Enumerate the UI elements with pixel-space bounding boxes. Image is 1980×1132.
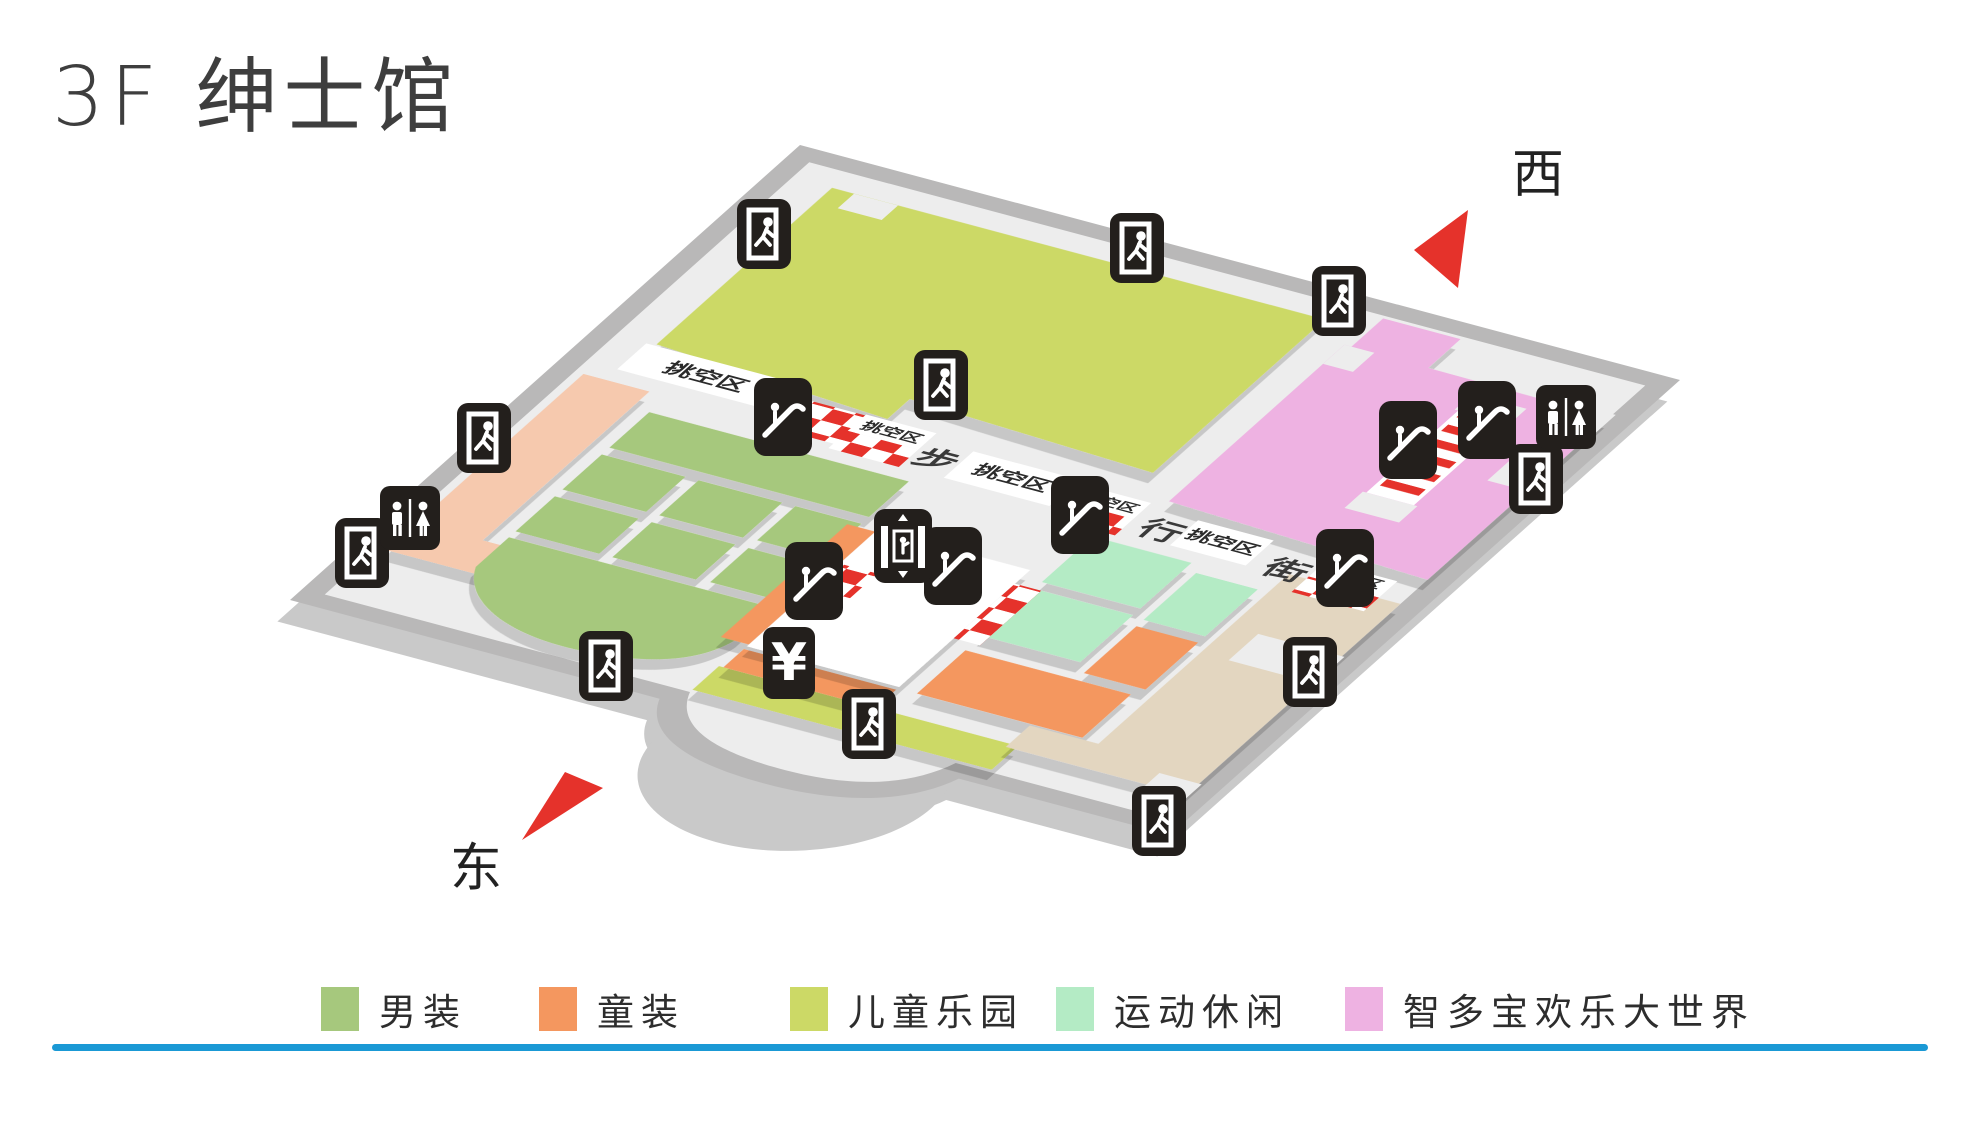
escalator-icon — [1379, 401, 1437, 479]
legend-swatch-kids-park — [790, 987, 828, 1031]
page-title: 3F 绅士馆 — [52, 50, 460, 145]
legend-item-kids-park: 儿童乐园 — [790, 982, 1024, 1036]
escalator-icon — [924, 527, 982, 605]
legend-label-kids-wear: 童装 — [597, 991, 685, 1034]
legend-swatch-sports — [1056, 987, 1094, 1031]
elevator-icon — [872, 507, 934, 585]
floor-slab: 挑空区 挑空区 挑空区 挑空区 挑空区 挑空区 步 行 街 — [290, 145, 1680, 836]
exit-icon — [1132, 786, 1186, 856]
zone-side-corridor — [386, 373, 650, 596]
atm-icon — [763, 627, 815, 699]
exit-icon — [914, 350, 968, 420]
legend-swatch-wonderland — [1345, 987, 1383, 1031]
exit-icon — [1283, 637, 1337, 707]
restroom-icon — [380, 486, 440, 550]
escalator-icon — [1458, 381, 1516, 459]
escalator-icon — [1051, 476, 1109, 554]
zone-tan-block — [1005, 574, 1401, 796]
exit-icon — [842, 689, 896, 759]
legend-label-wonderland: 智多宝欢乐大世界 — [1403, 991, 1755, 1034]
exit-icon — [1509, 444, 1563, 514]
legend-item-sports: 运动休闲 — [1056, 982, 1290, 1036]
escalator-icon — [1316, 529, 1374, 607]
legend-label-kids-park: 儿童乐园 — [848, 991, 1024, 1034]
compass-west-arrow — [1414, 210, 1468, 288]
zone-mens-wear — [473, 412, 909, 660]
legend-item-wonderland: 智多宝欢乐大世界 — [1345, 982, 1755, 1036]
restroom-icon — [1536, 385, 1596, 449]
exit-icon — [457, 403, 511, 473]
exit-icon — [1312, 266, 1366, 336]
compass-east-arrow — [522, 772, 603, 840]
escalator-icon — [785, 542, 843, 620]
bottom-divider-line — [52, 1044, 1928, 1051]
escalator-icon — [754, 378, 812, 456]
exit-icon — [1110, 213, 1164, 283]
legend-item-mens: 男装 — [321, 982, 467, 1036]
exit-icon — [737, 199, 791, 269]
legend-swatch-kids-wear — [539, 987, 577, 1031]
compass-east-label: 东 — [450, 839, 503, 899]
legend-swatch-mens — [321, 987, 359, 1031]
legend-item-kids-wear: 童装 — [539, 982, 685, 1036]
legend-label-sports: 运动休闲 — [1114, 991, 1290, 1034]
compass-west-label: 西 — [1512, 145, 1565, 205]
exit-icon — [579, 631, 633, 701]
legend-label-mens: 男装 — [379, 991, 467, 1034]
atrium-ramp-right — [953, 583, 1042, 646]
